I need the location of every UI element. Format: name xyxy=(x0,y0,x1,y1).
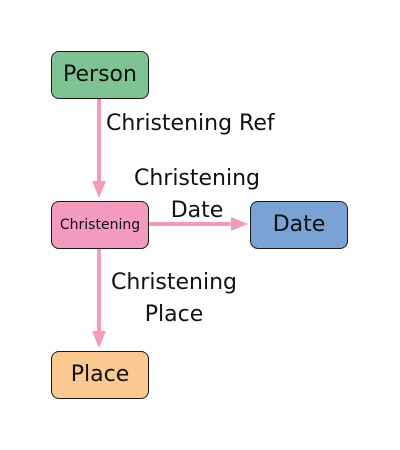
node-person: Person xyxy=(51,51,149,99)
node-person-label: Person xyxy=(63,62,137,87)
node-place-label: Place xyxy=(70,362,130,387)
node-christening-label: Christening xyxy=(59,217,141,233)
arrowhead-christening xyxy=(92,181,106,198)
node-date-label: Date xyxy=(272,212,326,237)
edge-label-christening-place-line-2: Place xyxy=(144,302,204,327)
edge-label-christening-date-line-2: Date xyxy=(170,198,224,223)
edge-label-christening-date: Christening Date xyxy=(126,163,268,227)
node-place: Place xyxy=(51,351,149,399)
arrowhead-place xyxy=(92,331,106,348)
edge-label-christening-place-line-1: Christening xyxy=(110,270,238,295)
edge-label-christening-ref: Christening Ref xyxy=(106,111,275,136)
edge-label-christening-date-line-1: Christening xyxy=(133,166,261,191)
edge-label-christening-place: Christening Place xyxy=(104,267,244,331)
arrowhead-date xyxy=(231,217,248,231)
node-christening: Christening xyxy=(51,201,149,249)
node-date: Date xyxy=(250,201,348,249)
